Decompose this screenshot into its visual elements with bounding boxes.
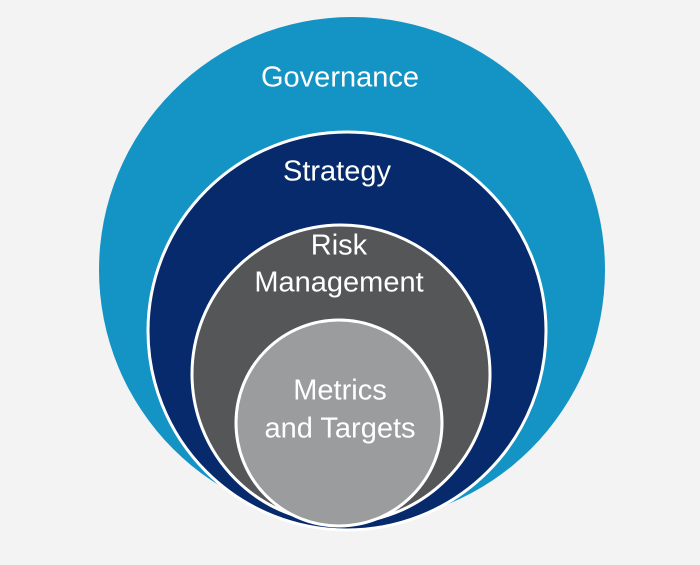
- strategy-label: Strategy: [283, 156, 391, 188]
- metrics-label-line2: and Targets: [264, 413, 415, 445]
- risk-label-line2: Management: [254, 267, 423, 299]
- metrics-label-line1: Metrics: [293, 375, 386, 407]
- metrics-targets-circle: [234, 318, 444, 528]
- governance-label: Governance: [261, 62, 419, 94]
- risk-label-line1: Risk: [311, 230, 368, 262]
